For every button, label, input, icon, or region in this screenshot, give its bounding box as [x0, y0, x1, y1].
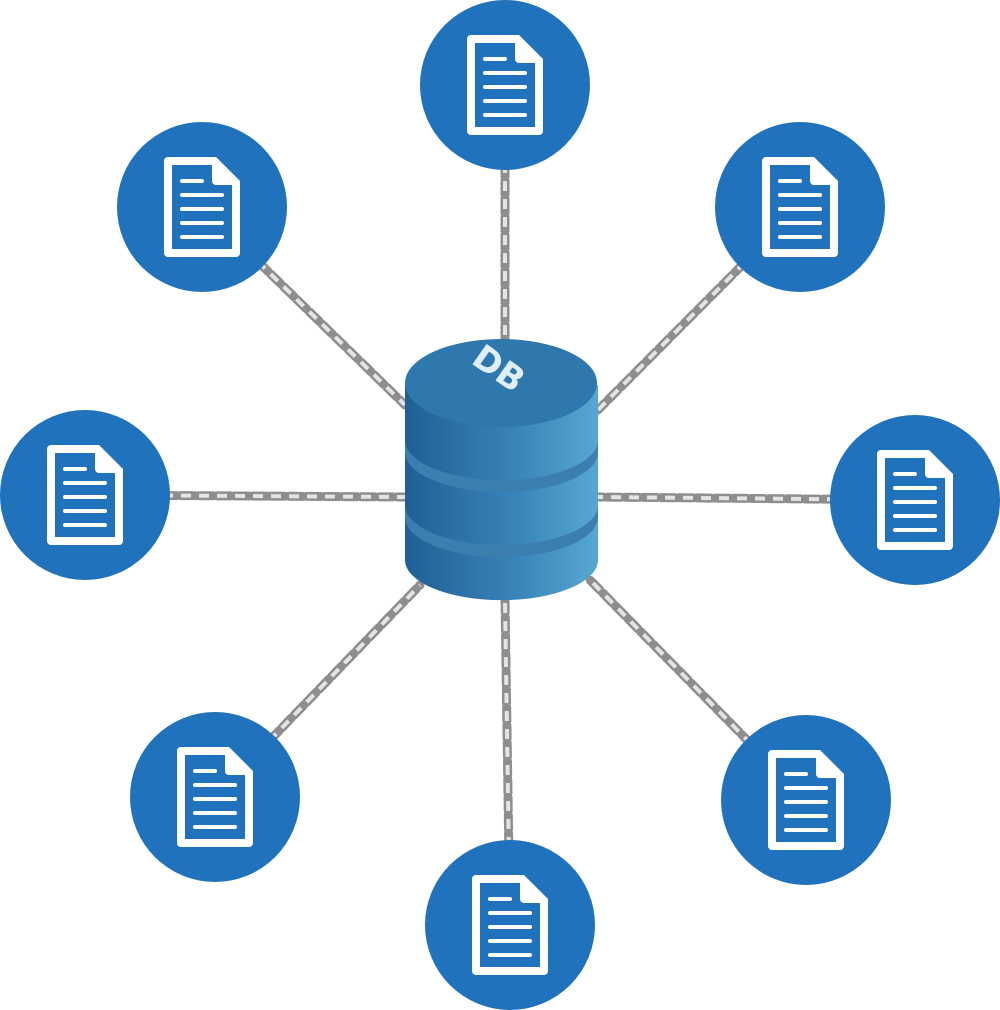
- document-icon: [177, 747, 253, 847]
- document-node: [715, 122, 885, 292]
- chain: [240, 244, 410, 410]
- chain: [500, 595, 514, 870]
- db-top: [405, 339, 597, 427]
- document-icon: [768, 750, 844, 850]
- chain: [140, 490, 410, 502]
- document-node: [0, 410, 170, 580]
- document-node: [117, 122, 287, 292]
- chain: [585, 575, 769, 762]
- document-icon: [472, 875, 548, 975]
- document-node: [830, 415, 1000, 585]
- db-band: [405, 440, 598, 493]
- document-node: [130, 712, 300, 882]
- document-node: [420, 0, 590, 170]
- document-icon: [47, 445, 123, 545]
- document-icon: [164, 157, 240, 257]
- document-icon: [762, 157, 838, 257]
- db-band: [405, 505, 598, 558]
- database-cylinder: DB: [405, 337, 598, 601]
- chain: [252, 580, 425, 759]
- document-node: [721, 715, 891, 885]
- chain: [593, 492, 860, 504]
- chain: [593, 245, 763, 415]
- chain-links: [140, 140, 860, 870]
- document-node: [425, 840, 595, 1010]
- document-icon: [877, 450, 953, 550]
- document-icon: [467, 35, 543, 135]
